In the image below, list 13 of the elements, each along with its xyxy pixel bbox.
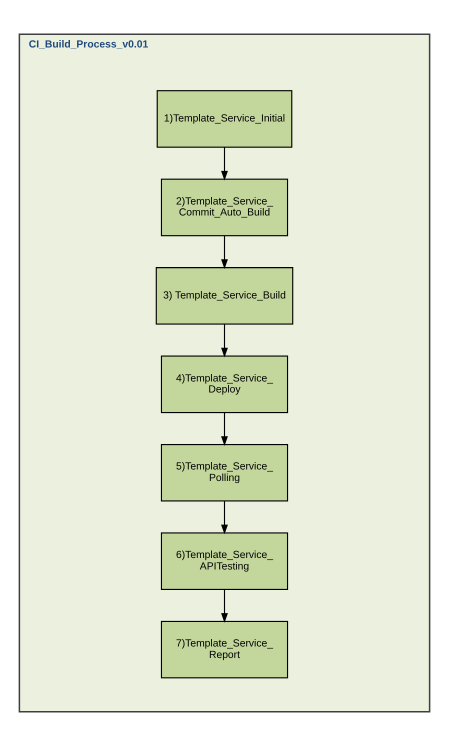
arrow bbox=[221, 146, 228, 180]
node-box: 1)Template_Service_Initial bbox=[156, 90, 292, 148]
node-box: 4)Template_Service_ Deploy bbox=[160, 355, 288, 413]
arrow bbox=[221, 589, 228, 622]
node-box: 7)Template_Service_ Report bbox=[160, 620, 288, 678]
node-box: 6)Template_Service_ APITesting bbox=[160, 532, 288, 590]
arrow bbox=[221, 235, 228, 269]
arrow bbox=[221, 500, 228, 534]
node-box: 3) Template_Service_Build bbox=[156, 266, 294, 324]
arrow bbox=[221, 324, 228, 358]
node-box: 2)Template_Service_ Commit_Auto_Build bbox=[160, 178, 288, 236]
node-box: 5)Template_Service_ Polling bbox=[160, 443, 288, 502]
arrow bbox=[221, 412, 228, 446]
